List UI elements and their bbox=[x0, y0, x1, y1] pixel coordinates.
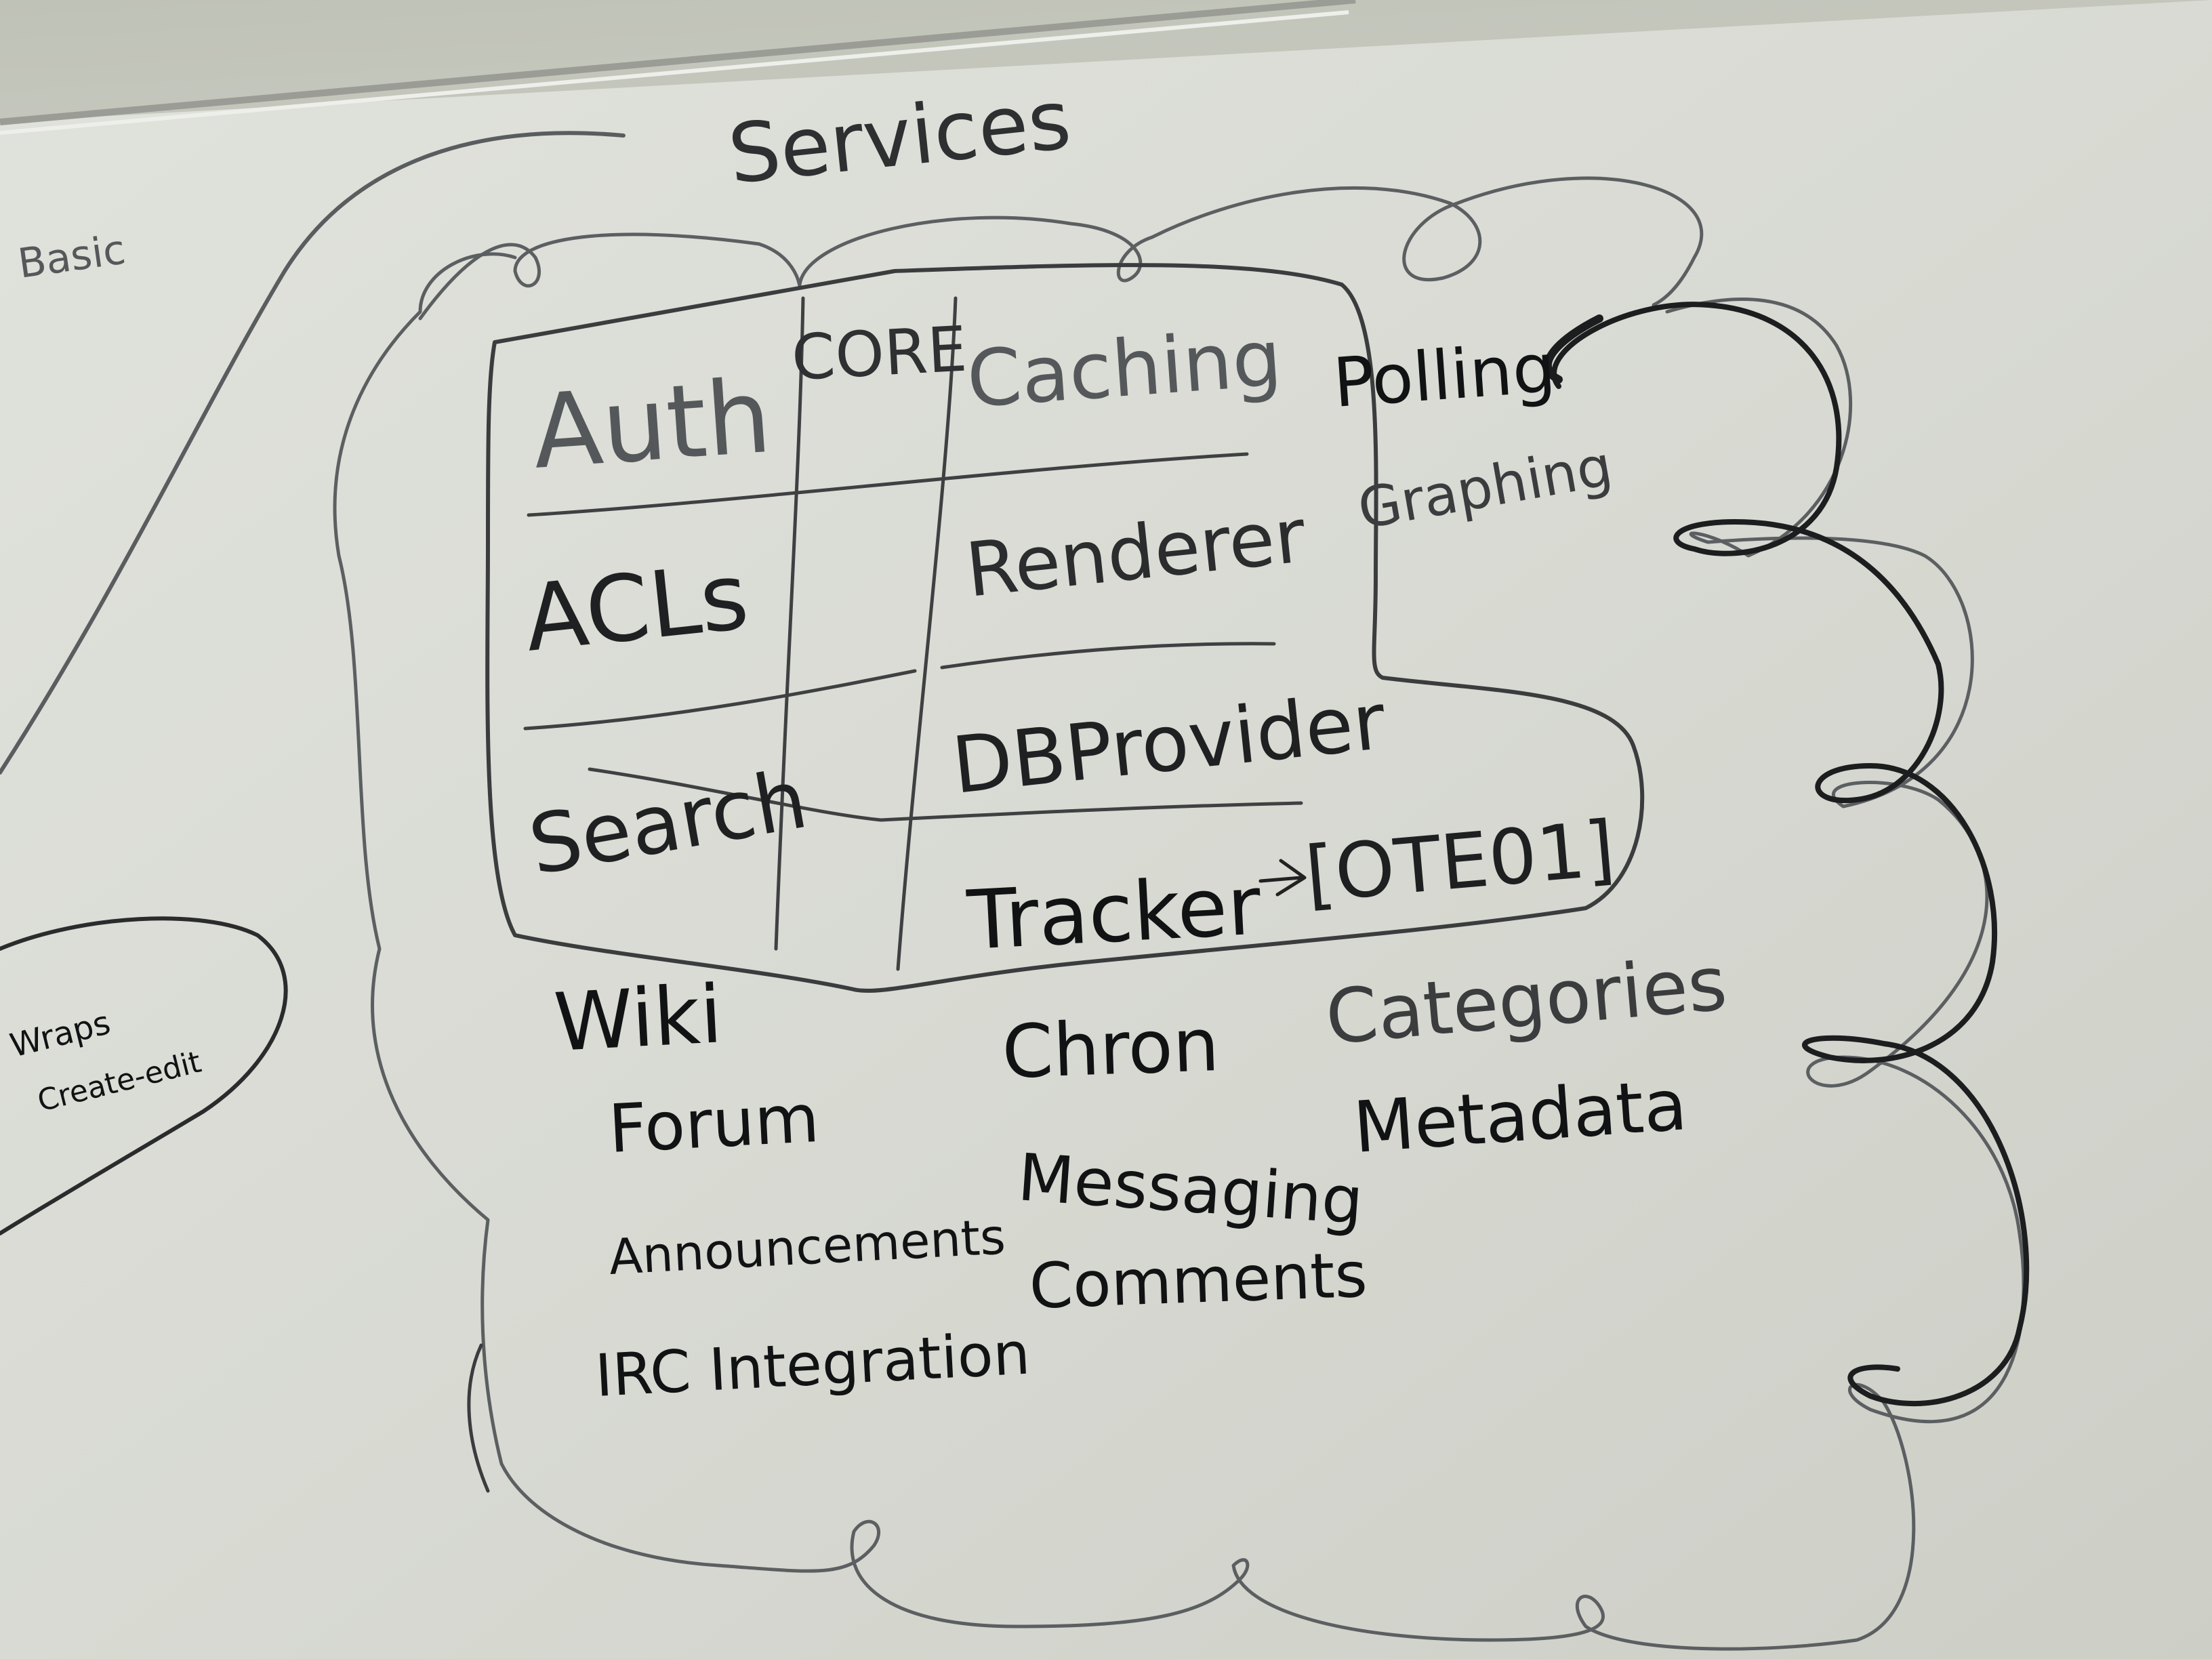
outside-polling: Polling bbox=[1331, 328, 1558, 423]
core-vertical-divider-2 bbox=[896, 296, 958, 971]
col-mid-chron: Chron bbox=[1001, 1003, 1221, 1095]
board-frame-highlight bbox=[0, 10, 1349, 135]
core-right-tracker: Tracker bbox=[964, 859, 1263, 968]
outer-swoosh-line bbox=[0, 131, 626, 775]
core-right-caching: Caching bbox=[964, 313, 1285, 426]
core-horizontal-divider-2 bbox=[940, 642, 1276, 670]
core-vertical-divider-1 bbox=[774, 296, 805, 951]
core-horizontal-divider-4 bbox=[588, 767, 1303, 822]
stray-arc bbox=[467, 1343, 490, 1493]
right-heavy-loops bbox=[1551, 302, 2030, 1407]
board-frame-edge bbox=[0, 0, 1356, 125]
cloud-top-loops bbox=[418, 176, 1704, 321]
col-mid-comments: Comments bbox=[1028, 1239, 1368, 1323]
polling-hook-loop bbox=[1544, 314, 1603, 384]
core-box-outline bbox=[485, 263, 1645, 993]
tracker-arrow bbox=[1258, 859, 1307, 897]
core-horizontal-divider-1 bbox=[527, 452, 1249, 517]
core-label: CORE bbox=[790, 313, 969, 394]
services-cloud-outline bbox=[333, 252, 2026, 1651]
core-horizontal-divider-3 bbox=[523, 669, 917, 731]
core-left-acls: ACLs bbox=[520, 543, 753, 672]
core-left-auth: Auth bbox=[529, 358, 775, 492]
side-note-oval bbox=[0, 916, 288, 1235]
col-left-forum: Forum bbox=[607, 1080, 821, 1168]
col-left-wiki: Wiki bbox=[552, 967, 724, 1069]
